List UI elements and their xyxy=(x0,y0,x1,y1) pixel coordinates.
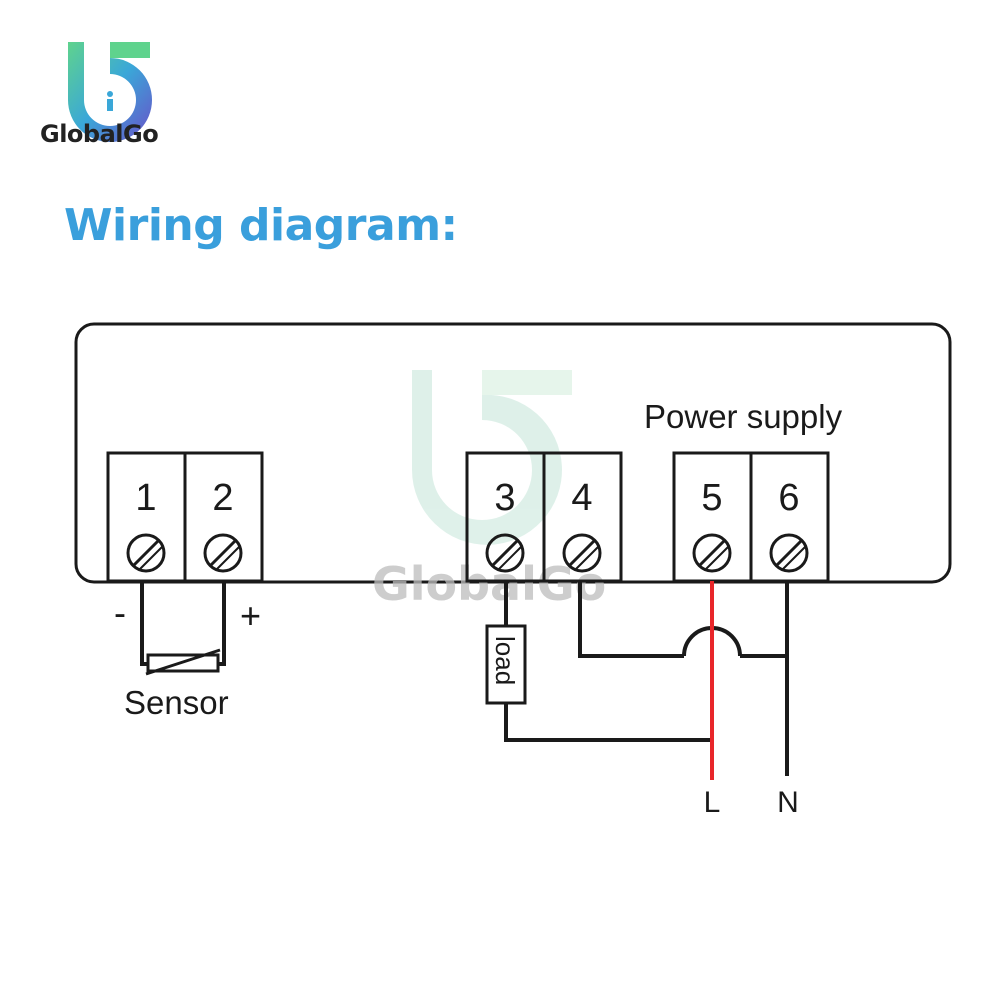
screw-icon xyxy=(562,533,602,573)
terminal-number: 4 xyxy=(571,477,592,519)
watermark-text: GlobalGo xyxy=(372,557,606,611)
terminal-number: 6 xyxy=(778,477,799,519)
sensor-plus-label: + xyxy=(240,595,261,636)
terminal-number: 1 xyxy=(135,477,156,519)
watermark-logo xyxy=(412,370,572,545)
terminal-number: 3 xyxy=(494,477,515,519)
sensor-minus-label: - xyxy=(114,592,126,633)
terminal-block-2: 2 xyxy=(183,451,264,583)
terminal-block-1: 1 xyxy=(106,451,187,583)
page-title: Wiring diagram: xyxy=(64,200,458,251)
neutral-label: N xyxy=(777,786,799,819)
terminal-number: 5 xyxy=(701,477,722,519)
load-wiring xyxy=(504,581,712,742)
terminal-block-6: 6 xyxy=(749,451,830,583)
brand-name: GlobalGo xyxy=(40,120,159,148)
thermistor-icon xyxy=(145,648,221,676)
terminal-block-4: 4 xyxy=(542,451,623,583)
screw-icon xyxy=(126,533,166,573)
power-supply-label: Power supply xyxy=(644,398,843,435)
screw-icon xyxy=(485,533,525,573)
terminal-number: 2 xyxy=(212,477,233,519)
terminal-4-neutral-wire xyxy=(578,581,787,658)
screw-icon xyxy=(692,533,732,573)
globalgo-logo xyxy=(68,42,152,142)
screw-icon xyxy=(769,533,809,573)
load-label: load xyxy=(490,636,520,685)
sensor-label: Sensor xyxy=(124,684,229,721)
screw-icon xyxy=(203,533,243,573)
line-label: L xyxy=(704,786,721,819)
terminal-block-5: 5 xyxy=(672,451,753,583)
load-component: load xyxy=(485,624,527,705)
